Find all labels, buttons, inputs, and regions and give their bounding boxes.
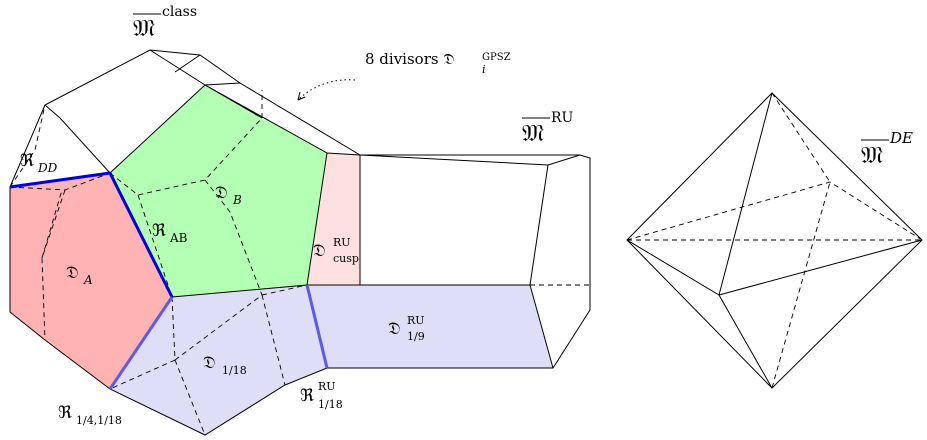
- svg-text:8 divisors 𝔇: 8 divisors 𝔇: [365, 50, 454, 68]
- svg-text:GPSZ: GPSZ: [482, 52, 511, 63]
- svg-text:RU: RU: [551, 110, 574, 126]
- region-d-1-18: [110, 285, 327, 435]
- region-d-ru-1-9: [307, 285, 553, 368]
- svg-text:class: class: [162, 4, 197, 20]
- svg-text:1/18: 1/18: [222, 364, 247, 377]
- svg-text:𝔇: 𝔇: [215, 183, 228, 203]
- octahedron-dashed-edges: [626, 92, 923, 389]
- annotation-arrowhead: [297, 91, 306, 101]
- octahedron: [626, 92, 923, 389]
- dashed-interior: [9, 90, 308, 436]
- svg-text:DE: DE: [889, 129, 913, 147]
- label-m-class: 𝔐 class: [133, 4, 197, 42]
- label-d-b: 𝔇 B: [215, 183, 242, 207]
- svg-text:RU: RU: [318, 380, 336, 393]
- svg-text:ℜ: ℜ: [58, 403, 72, 423]
- label-m-de: 𝔐 DE: [861, 129, 913, 169]
- svg-text:1/4,1/18: 1/4,1/18: [76, 414, 122, 427]
- edge-r-ru-1-18: [305, 284, 329, 369]
- svg-text:𝔇: 𝔇: [203, 353, 216, 373]
- label-r-ab: ℜ AB: [152, 221, 188, 245]
- svg-text:𝔐: 𝔐: [861, 141, 883, 169]
- label-d-1-18: 𝔇 1/18: [203, 353, 247, 377]
- label-d-cusp: 𝔇 RU cusp: [313, 236, 359, 265]
- outline-top: [9, 49, 361, 188]
- label-d-a: 𝔇 A: [66, 263, 93, 287]
- svg-text:1/18: 1/18: [318, 398, 343, 411]
- label-d-1-9: 𝔇 RU 1/9: [388, 314, 425, 343]
- region-d-a: [10, 173, 172, 389]
- svg-text:DD: DD: [37, 161, 58, 175]
- ru-prism: [327, 154, 591, 369]
- svg-text:𝔇: 𝔇: [313, 241, 326, 261]
- svg-text:A: A: [83, 273, 93, 287]
- octahedron-solid-edges: [626, 92, 923, 389]
- region-d-cusp: [307, 153, 360, 285]
- label-m-ru: 𝔐 RU: [522, 110, 574, 147]
- label-annotation: 8 divisors 𝔇 GPSZ i: [365, 50, 511, 76]
- label-r-1-4-1-18: ℜ 1/4,1/18: [58, 403, 122, 427]
- svg-text:𝔇: 𝔇: [66, 263, 79, 283]
- svg-text:1/9: 1/9: [407, 330, 425, 343]
- edge-r-ab: [108, 172, 174, 298]
- region-d-b: [110, 85, 327, 297]
- svg-text:𝔇: 𝔇: [388, 319, 401, 339]
- ru-prism-top: [359, 154, 549, 166]
- edge-r-dd: [9, 171, 111, 189]
- svg-text:AB: AB: [169, 231, 188, 245]
- svg-text:ℜ: ℜ: [20, 151, 34, 171]
- svg-text:RU: RU: [407, 314, 425, 327]
- svg-text:i: i: [482, 63, 486, 76]
- svg-text:ℜ: ℜ: [300, 386, 314, 406]
- annotation-arrow: [297, 79, 356, 101]
- class-polytope: [9, 49, 591, 436]
- label-r-ru-1-18: ℜ RU 1/18: [300, 380, 343, 411]
- svg-text:RU: RU: [333, 236, 351, 249]
- svg-text:cusp: cusp: [333, 252, 359, 265]
- svg-text:𝔐: 𝔐: [133, 14, 155, 42]
- edge-r-1-4-1-18: [108, 296, 174, 390]
- svg-text:𝔐: 𝔐: [522, 119, 544, 147]
- label-r-dd: ℜ DD: [20, 151, 58, 175]
- svg-text:ℜ: ℜ: [152, 221, 166, 241]
- svg-text:B: B: [232, 193, 242, 207]
